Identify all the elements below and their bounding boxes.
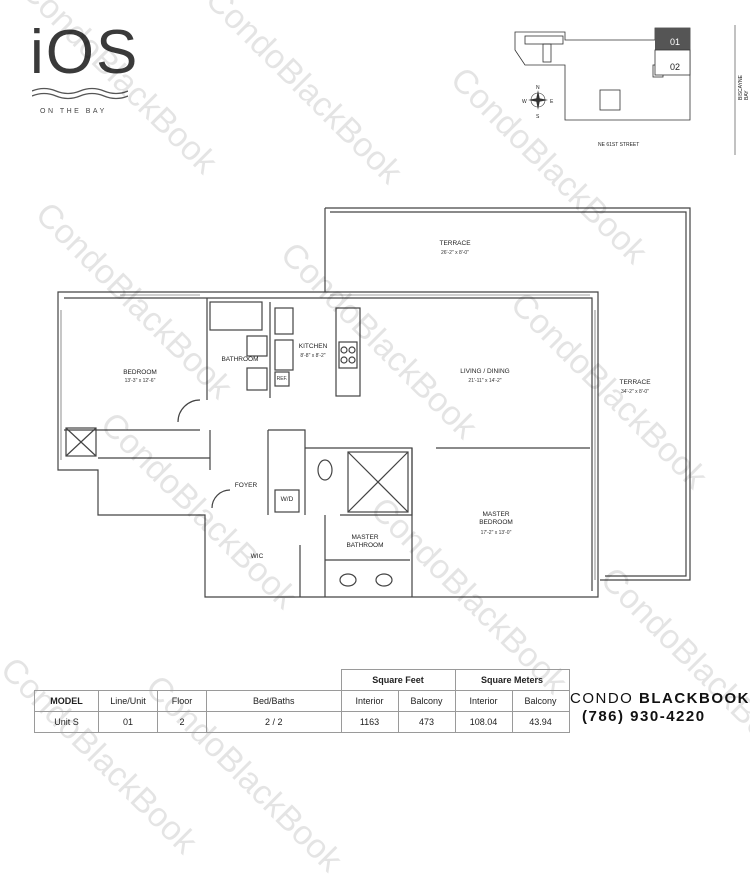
terrace-top-label: TERRACE xyxy=(439,240,471,247)
header-model: MODEL xyxy=(34,690,99,712)
logo-ios: iOS xyxy=(30,18,140,87)
compass-n: N xyxy=(536,85,540,91)
master-bedroom-dim: 17'-2" x 13'-0" xyxy=(480,530,512,536)
cell-sqm-balcony: 43.94 xyxy=(511,711,570,733)
wic-label: WIC xyxy=(250,553,264,560)
master-bedroom-label: MASTER BEDROOM xyxy=(479,511,513,527)
logo-wave-icon xyxy=(32,87,128,100)
ref-label: REF. xyxy=(276,376,288,382)
terrace-right-dim: 34'-2" x 8'-0" xyxy=(621,389,649,395)
keyplan-unit-01: 01 xyxy=(670,37,681,47)
bedroom-label: BEDROOM xyxy=(123,369,157,376)
cell-sqm-interior: 108.04 xyxy=(454,711,513,733)
foyer-label: FOYER xyxy=(234,482,258,489)
table-header-row: MODEL Line/Unit Floor Bed/Baths Interior… xyxy=(34,690,570,712)
header-floor: Floor xyxy=(157,690,207,712)
kitchen-label: KITCHEN xyxy=(298,343,328,350)
compass-s: S xyxy=(536,114,540,120)
header-sqm-interior: Interior xyxy=(454,690,513,712)
keyplan-unit-02: 02 xyxy=(670,62,681,72)
logo-subtitle: ON THE BAY xyxy=(40,108,107,115)
cell-floor: 2 xyxy=(157,711,207,733)
contact-phone[interactable]: (786) 930-4220 xyxy=(582,708,706,725)
street-label: NE 61ST STREET xyxy=(598,142,640,148)
table-row: Unit S 01 2 2 / 2 1163 473 108.04 43.94 xyxy=(34,711,570,733)
header-bed-baths: Bed/Baths xyxy=(206,690,342,712)
header-sqft-interior: Interior xyxy=(340,690,399,712)
header-line-unit: Line/Unit xyxy=(98,690,158,712)
cell-bed-baths: 2 / 2 xyxy=(206,711,342,733)
washer-dryer-label: W/D xyxy=(280,496,294,503)
bathroom-label: BATHROOM xyxy=(221,356,259,363)
kitchen-dim: 8'-8" x 8'-2" xyxy=(300,353,326,359)
unit-info-table: Square Feet Square Meters MODEL Line/Uni… xyxy=(34,669,570,733)
cell-sqft-interior: 1163 xyxy=(340,711,399,733)
terrace-right-label: TERRACE xyxy=(619,379,651,386)
cell-model: Unit S xyxy=(34,711,99,733)
header-sqft-balcony: Balcony xyxy=(397,690,456,712)
group-square-meters: Square Meters xyxy=(454,669,570,691)
header-sqm-balcony: Balcony xyxy=(511,690,570,712)
floor-plan xyxy=(57,207,691,598)
compass-e: E xyxy=(550,99,554,105)
group-square-feet: Square Feet xyxy=(340,669,456,691)
key-plan xyxy=(514,25,736,155)
compass-icon xyxy=(528,90,548,110)
condo-blackbook-logo: CONDO BLACKBOOK xyxy=(570,690,750,707)
cell-sqft-balcony: 473 xyxy=(397,711,456,733)
terrace-top-dim: 26'-2" x 8'-0" xyxy=(441,250,469,256)
cell-line-unit: 01 xyxy=(98,711,158,733)
living-dining-dim: 21'-11" x 14'-2" xyxy=(468,378,502,384)
bedroom-dim: 13'-3" x 12'-6" xyxy=(124,378,156,384)
living-dining-label: LIVING / DINING xyxy=(460,368,510,375)
master-bathroom-label: MASTER BATHROOM xyxy=(346,534,384,550)
compass-w: W xyxy=(522,99,527,105)
